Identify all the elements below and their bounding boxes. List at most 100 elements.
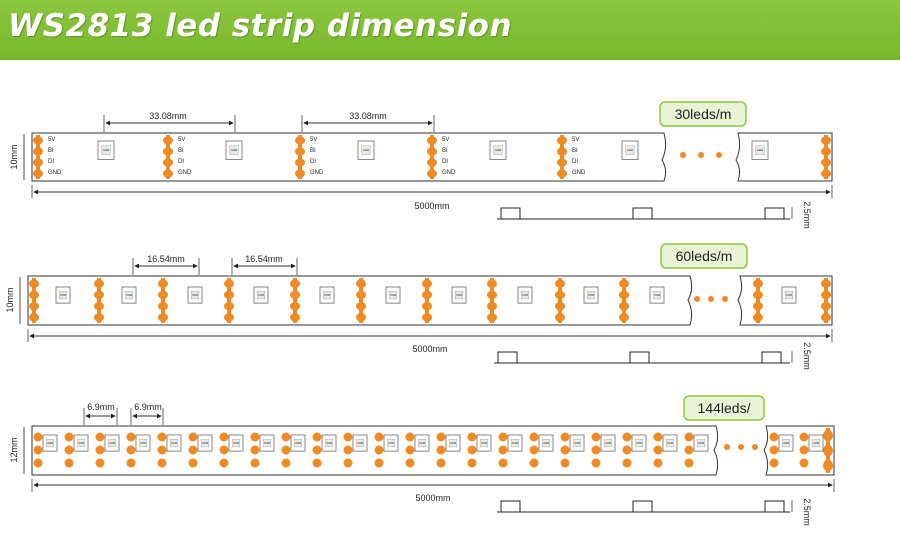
led-chip bbox=[631, 434, 647, 452]
continuation-dot bbox=[680, 152, 686, 158]
solder-pad-group bbox=[487, 278, 497, 323]
solder-pad-group bbox=[95, 432, 105, 468]
solder-pad-group bbox=[653, 432, 663, 468]
solder-pad-group bbox=[467, 432, 477, 468]
led-chip bbox=[808, 434, 824, 452]
solder-pad-group bbox=[436, 432, 446, 468]
solder-pad-group bbox=[94, 278, 104, 323]
solder-pad-group bbox=[157, 432, 167, 468]
solder-pad-group bbox=[684, 432, 694, 468]
strip-60-per-m: 10mm 16.54mm 16.54mm 5000mm 2.5mm 60leds… bbox=[5, 243, 833, 370]
solder-pad-group bbox=[29, 278, 39, 323]
solder-pad-group bbox=[295, 135, 305, 179]
led-chip bbox=[228, 434, 244, 452]
pin-label-5v: 5V bbox=[572, 137, 579, 143]
led-chip bbox=[538, 434, 554, 452]
led-chip bbox=[649, 286, 665, 304]
solder-pad-group bbox=[290, 278, 300, 323]
strip-30-per-m: 5VBIDIGND5VBIDIGND5VBIDIGND5VBIDIGND5VBI… bbox=[9, 101, 833, 229]
solder-pad-group bbox=[427, 135, 437, 179]
strip-width-label: 10mm bbox=[9, 144, 19, 169]
solder-pad-group bbox=[374, 432, 384, 468]
led-chip bbox=[352, 434, 368, 452]
strip-body bbox=[735, 132, 833, 182]
pin-label-bi: BI bbox=[310, 148, 316, 154]
led-chip bbox=[321, 434, 337, 452]
led-chip bbox=[42, 434, 58, 452]
pin-label-bi: BI bbox=[442, 148, 448, 154]
continuation-dot bbox=[724, 444, 730, 450]
solder-pad-group bbox=[821, 278, 831, 323]
led-chip bbox=[600, 434, 616, 452]
led-chip bbox=[414, 434, 430, 452]
pin-label-gnd: GND bbox=[572, 170, 586, 176]
solder-pad-group bbox=[422, 278, 432, 323]
density-label: 60leds/m bbox=[676, 248, 733, 264]
solder-pad-group bbox=[498, 432, 508, 468]
led-chip bbox=[621, 140, 639, 160]
led-chip bbox=[489, 140, 507, 160]
solder-pad-group bbox=[622, 432, 632, 468]
continuation-dot bbox=[708, 296, 714, 302]
pitch-label: 16.54mm bbox=[147, 254, 185, 264]
pin-label-gnd: GND bbox=[178, 170, 192, 176]
solder-pad-group bbox=[188, 432, 198, 468]
solder-pad-group bbox=[224, 278, 234, 323]
strip-body bbox=[31, 132, 667, 182]
continuation-dot bbox=[716, 152, 722, 158]
density-label: 144leds/ bbox=[698, 400, 751, 416]
led-chip bbox=[135, 434, 151, 452]
pitch-label: 6.9mm bbox=[87, 402, 115, 412]
solder-pad-group bbox=[591, 432, 601, 468]
pitch-label: 33.08mm bbox=[149, 111, 187, 121]
pin-label-gnd: GND bbox=[442, 170, 456, 176]
led-chip bbox=[259, 434, 275, 452]
length-label: 5000mm bbox=[414, 201, 449, 211]
page-title: WS2813 led strip dimension bbox=[8, 8, 513, 44]
solder-pad-group bbox=[343, 432, 353, 468]
led-chip bbox=[55, 286, 71, 304]
led-chip bbox=[451, 286, 467, 304]
led-chip bbox=[166, 434, 182, 452]
pin-label-di: DI bbox=[48, 159, 54, 165]
led-chip bbox=[197, 434, 213, 452]
pin-label-di: DI bbox=[572, 159, 578, 165]
title-banner: WS2813 led strip dimension bbox=[0, 0, 900, 60]
led-chip bbox=[507, 434, 523, 452]
density-label: 30leds/m bbox=[675, 106, 732, 122]
continuation-dot bbox=[698, 152, 704, 158]
continuation-dot bbox=[738, 444, 744, 450]
solder-pad-group bbox=[753, 278, 763, 323]
pitch-label: 33.08mm bbox=[349, 111, 387, 121]
solder-pad-group bbox=[821, 135, 831, 179]
led-chip bbox=[225, 140, 243, 160]
solder-pad-group bbox=[33, 432, 43, 468]
continuation-dot bbox=[694, 296, 700, 302]
solder-pad-group bbox=[823, 428, 833, 473]
solder-pad-group bbox=[555, 278, 565, 323]
solder-pad-group bbox=[312, 432, 322, 468]
solder-pad-group bbox=[619, 278, 629, 323]
led-chip bbox=[97, 140, 115, 160]
pitch-label: 6.9mm bbox=[134, 402, 162, 412]
length-label: 5000mm bbox=[412, 344, 447, 354]
led-chip bbox=[357, 140, 375, 160]
solder-pad-group bbox=[219, 432, 229, 468]
led-chip bbox=[751, 140, 769, 160]
solder-pad-group bbox=[356, 278, 366, 323]
pin-label-bi: BI bbox=[572, 148, 578, 154]
solder-pad-group bbox=[405, 432, 415, 468]
pin-label-5v: 5V bbox=[178, 137, 185, 143]
pin-label-bi: BI bbox=[48, 148, 54, 154]
led-chip bbox=[73, 434, 89, 452]
led-chip bbox=[383, 434, 399, 452]
solder-pad-group bbox=[33, 135, 43, 179]
density-callout bbox=[683, 395, 765, 421]
led-chip bbox=[476, 434, 492, 452]
thickness-label: 2.5mm bbox=[802, 201, 812, 229]
solder-pad-group bbox=[799, 432, 809, 468]
strip-144-per-m: 12mm 6.9mm 6.9mm 5000mm 2.5mm 144leds/ bbox=[9, 395, 835, 526]
thickness-label: 2.5mm bbox=[802, 498, 812, 526]
strip-width-label: 10mm bbox=[5, 287, 15, 312]
